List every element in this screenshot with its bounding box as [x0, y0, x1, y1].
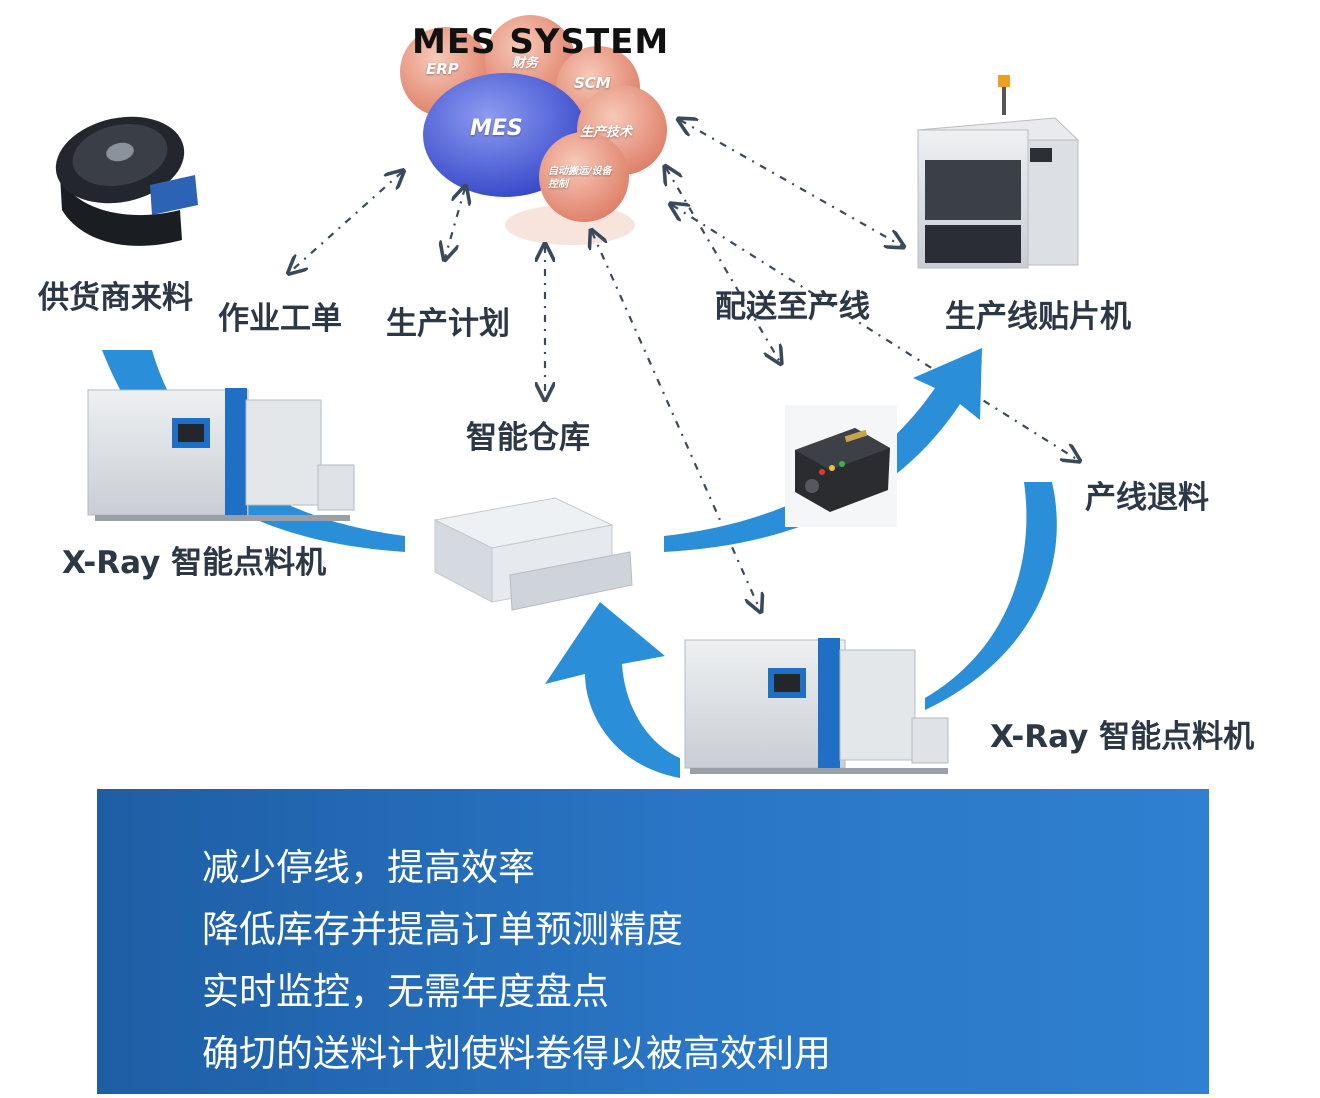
link-delivery — [666, 168, 780, 362]
benefit-item: 实时监控，无需年度盘点 — [202, 970, 609, 1013]
work-order-label: 作业工单 — [218, 301, 342, 337]
benefit-item: 确切的送料计划使料卷得以被高效利用 — [202, 1032, 831, 1075]
xray-left-label: X-Ray 智能点料机 — [62, 545, 327, 581]
benefits-panel: 减少停线，提高效率 降低库存并提高订单预测精度 实时监控，无需年度盘点 确切的送… — [97, 789, 1209, 1094]
supplier-label: 供货商来料 — [38, 280, 193, 316]
production-plan-label: 生产计划 — [386, 306, 510, 342]
placement-machine-label: 生产线贴片机 — [945, 299, 1131, 335]
production-tech-label: 生产技术 — [580, 125, 633, 140]
link-work-order — [290, 172, 402, 272]
feeder-device-image — [785, 405, 897, 527]
automation-label: 自动搬运/设备控制 — [548, 166, 612, 190]
finance-label: 财务 — [512, 56, 539, 71]
link-production-plan — [445, 188, 465, 258]
flow-arrow-bottom — [545, 602, 680, 778]
mes-system-title: MES SYSTEM — [412, 22, 670, 62]
mes-label: MES — [470, 116, 523, 141]
xray-machine-right-image — [684, 638, 949, 774]
smart-warehouse-image — [433, 497, 633, 611]
smart-warehouse-label: 智能仓库 — [466, 420, 590, 456]
benefit-item: 减少停线，提高效率 — [202, 846, 535, 889]
flow-arrow-right — [925, 482, 1057, 710]
erp-label: ERP — [426, 60, 459, 78]
benefit-item: 降低库存并提高订单预测精度 — [202, 908, 683, 951]
delivery-label: 配送至产线 — [715, 289, 870, 325]
link-placement — [680, 120, 902, 246]
return-material-label: 产线退料 — [1085, 480, 1209, 516]
xray-right-label: X-Ray 智能点料机 — [990, 719, 1255, 755]
mes-system-graphic — [400, 15, 667, 245]
scm-label: SCM — [574, 74, 611, 92]
mes-links — [290, 120, 1078, 610]
xray-machine-left-image — [87, 388, 355, 521]
placement-machine-image — [916, 75, 1080, 269]
tape-reel-image — [55, 116, 198, 246]
automation-circle — [539, 132, 629, 222]
